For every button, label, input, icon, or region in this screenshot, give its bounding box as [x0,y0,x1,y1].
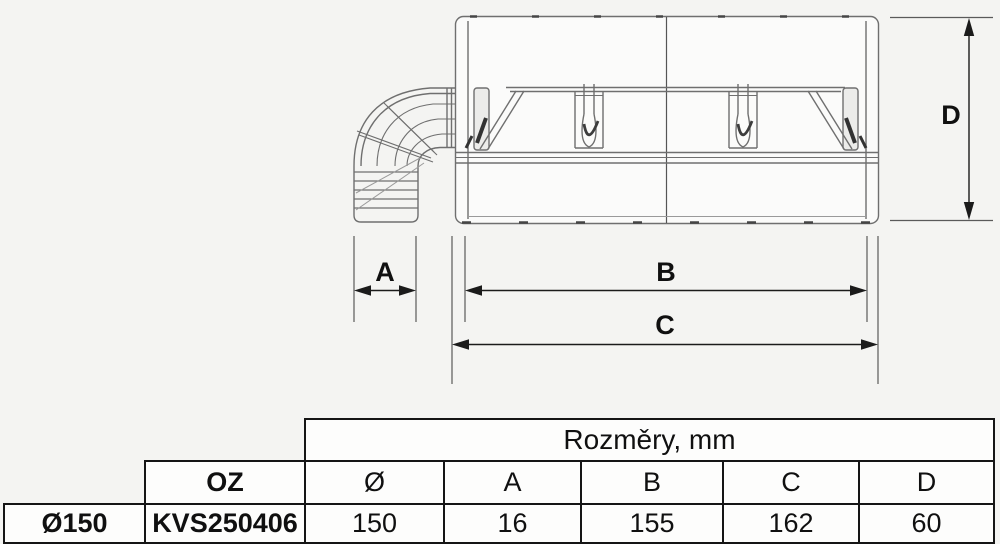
dim-a-label: A [375,257,395,287]
dim-d-label: D [941,100,961,130]
dimension-b: B [464,236,868,322]
table-cell-d-value: 60 [858,503,995,544]
dimension-a: A [353,236,417,322]
spring-clip-right [728,84,758,149]
dim-b-label: B [656,257,676,287]
dimension-d: D [890,16,993,222]
spring-clip-left [574,84,604,149]
table-header-diameter: Ø [304,460,445,505]
table-cell-a-value: 16 [443,503,582,544]
table-cell-diameter-size: Ø150 [3,503,146,544]
table-cell-diameter-value: 150 [304,503,445,544]
inner-grille-drawing [464,86,868,151]
table-header-c: C [722,460,860,505]
dimension-c: C [451,236,879,384]
table-cell-c-value: 162 [722,503,860,544]
technical-drawing: A B C D [353,15,993,384]
table-cell-code: KVS250406 [144,503,306,544]
table-header-b: B [580,460,724,505]
table-header-a: A [443,460,582,505]
table-cell-b-value: 155 [580,503,724,544]
table-group-header: Rozměry, mm [304,418,995,462]
diffuser-body-drawing [454,15,880,225]
table-header-d: D [858,460,995,505]
elbow-duct-drawing [353,87,456,223]
dim-c-label: C [655,310,675,340]
table-header-oz: OZ [144,460,306,505]
